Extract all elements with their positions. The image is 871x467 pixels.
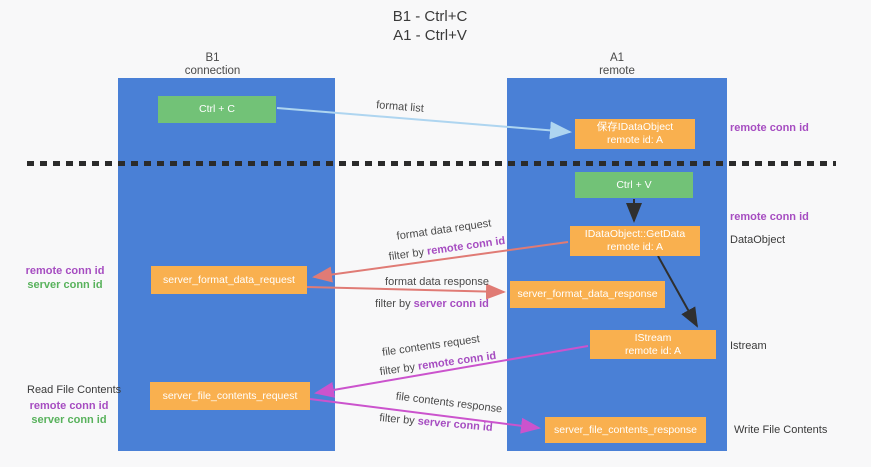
- node-istream-line2: remote id: A: [624, 344, 682, 357]
- edge-label-filter-server-1: filter by server conn id: [375, 298, 489, 310]
- label-remote-conn-id-left-top: remote conn id: [25, 265, 105, 277]
- label-remote-conn-id-top-right: remote conn id: [730, 122, 809, 134]
- edge-label-file-contents-response: file contents response: [395, 390, 503, 416]
- filter-highlight-4: server conn id: [417, 415, 494, 434]
- edge-label-filter-server-2: filter by server conn id: [379, 412, 493, 434]
- label-conn-ids-left-bottom: remote conn id server conn id: [24, 399, 114, 427]
- filter-highlight-2: server conn id: [413, 298, 489, 310]
- node-save-idataobject-line1: 保存IDataObject: [596, 121, 674, 133]
- column-header-a1-name: A1: [609, 52, 625, 64]
- node-getdata-line1: IDataObject::GetData: [584, 228, 686, 240]
- column-header-b1-role: connection: [184, 65, 241, 77]
- filter-highlight-3: remote conn id: [417, 349, 497, 373]
- title-line-2: A1 - Ctrl+V: [393, 27, 467, 44]
- node-save-idataobject-line2: remote id: A: [606, 134, 664, 146]
- node-format-response-label: server_format_data_response: [517, 288, 658, 300]
- column-header-a1: A1 remote: [507, 52, 727, 78]
- node-istream: IStream remote id: A: [590, 330, 716, 359]
- node-format-request-label: server_format_data_request: [163, 273, 295, 286]
- label-remote-conn-id-mid-right: remote conn id: [730, 211, 809, 223]
- node-save-idataobject: 保存IDataObject remote id: A: [575, 119, 695, 149]
- node-ctrl-v: Ctrl + V: [575, 172, 693, 198]
- edge-label-format-data-response: format data response: [385, 276, 489, 288]
- column-header-b1-name: B1: [205, 52, 220, 64]
- filter-prefix-2: filter by: [375, 298, 414, 310]
- node-ctrl-c-label: Ctrl + C: [199, 103, 235, 115]
- node-idataobject-getdata: IDataObject::GetData remote id: A: [570, 226, 700, 256]
- node-server-file-contents-request: server_file_contents_request: [150, 382, 310, 410]
- title-line-1: B1 - Ctrl+C: [392, 8, 468, 25]
- session-separator-dashed-line: [27, 161, 836, 166]
- column-header-a1-role: remote: [599, 65, 635, 77]
- label-conn-ids-left-top: remote conn id server conn id: [20, 264, 110, 292]
- node-ctrl-v-label: Ctrl + V: [616, 178, 652, 191]
- filter-prefix-1: filter by: [388, 245, 428, 264]
- label-read-file-contents: Read File Contents: [27, 384, 122, 396]
- label-istream: Istream: [730, 340, 767, 352]
- node-server-format-data-request: server_format_data_request: [151, 266, 307, 294]
- label-dataobject: DataObject: [730, 234, 786, 246]
- node-ctrl-c: Ctrl + C: [158, 96, 276, 123]
- label-remote-conn-id-left-bottom: remote conn id: [29, 400, 109, 412]
- filter-prefix-4: filter by: [378, 412, 419, 428]
- label-write-file-contents: Write File Contents: [734, 424, 828, 436]
- filter-prefix-3: filter by: [379, 360, 419, 379]
- diagram-title: B1 - Ctrl+C A1 - Ctrl+V: [310, 7, 550, 45]
- edge-label-format-list: format list: [375, 99, 425, 115]
- node-file-response-label: server_file_contents_response: [553, 423, 697, 436]
- filter-highlight-1: remote conn id: [426, 234, 506, 258]
- node-server-format-data-response: server_format_data_response: [510, 281, 665, 308]
- label-server-conn-id-left-bottom: server conn id: [31, 414, 107, 426]
- node-server-file-contents-response: server_file_contents_response: [545, 417, 706, 443]
- node-file-request-label: server_file_contents_request: [162, 389, 298, 402]
- node-istream-line1: IStream: [634, 331, 672, 344]
- label-server-conn-id-left-top: server conn id: [27, 279, 103, 291]
- column-header-b1: B1 connection: [104, 52, 321, 78]
- node-getdata-line2: remote id: A: [606, 241, 664, 253]
